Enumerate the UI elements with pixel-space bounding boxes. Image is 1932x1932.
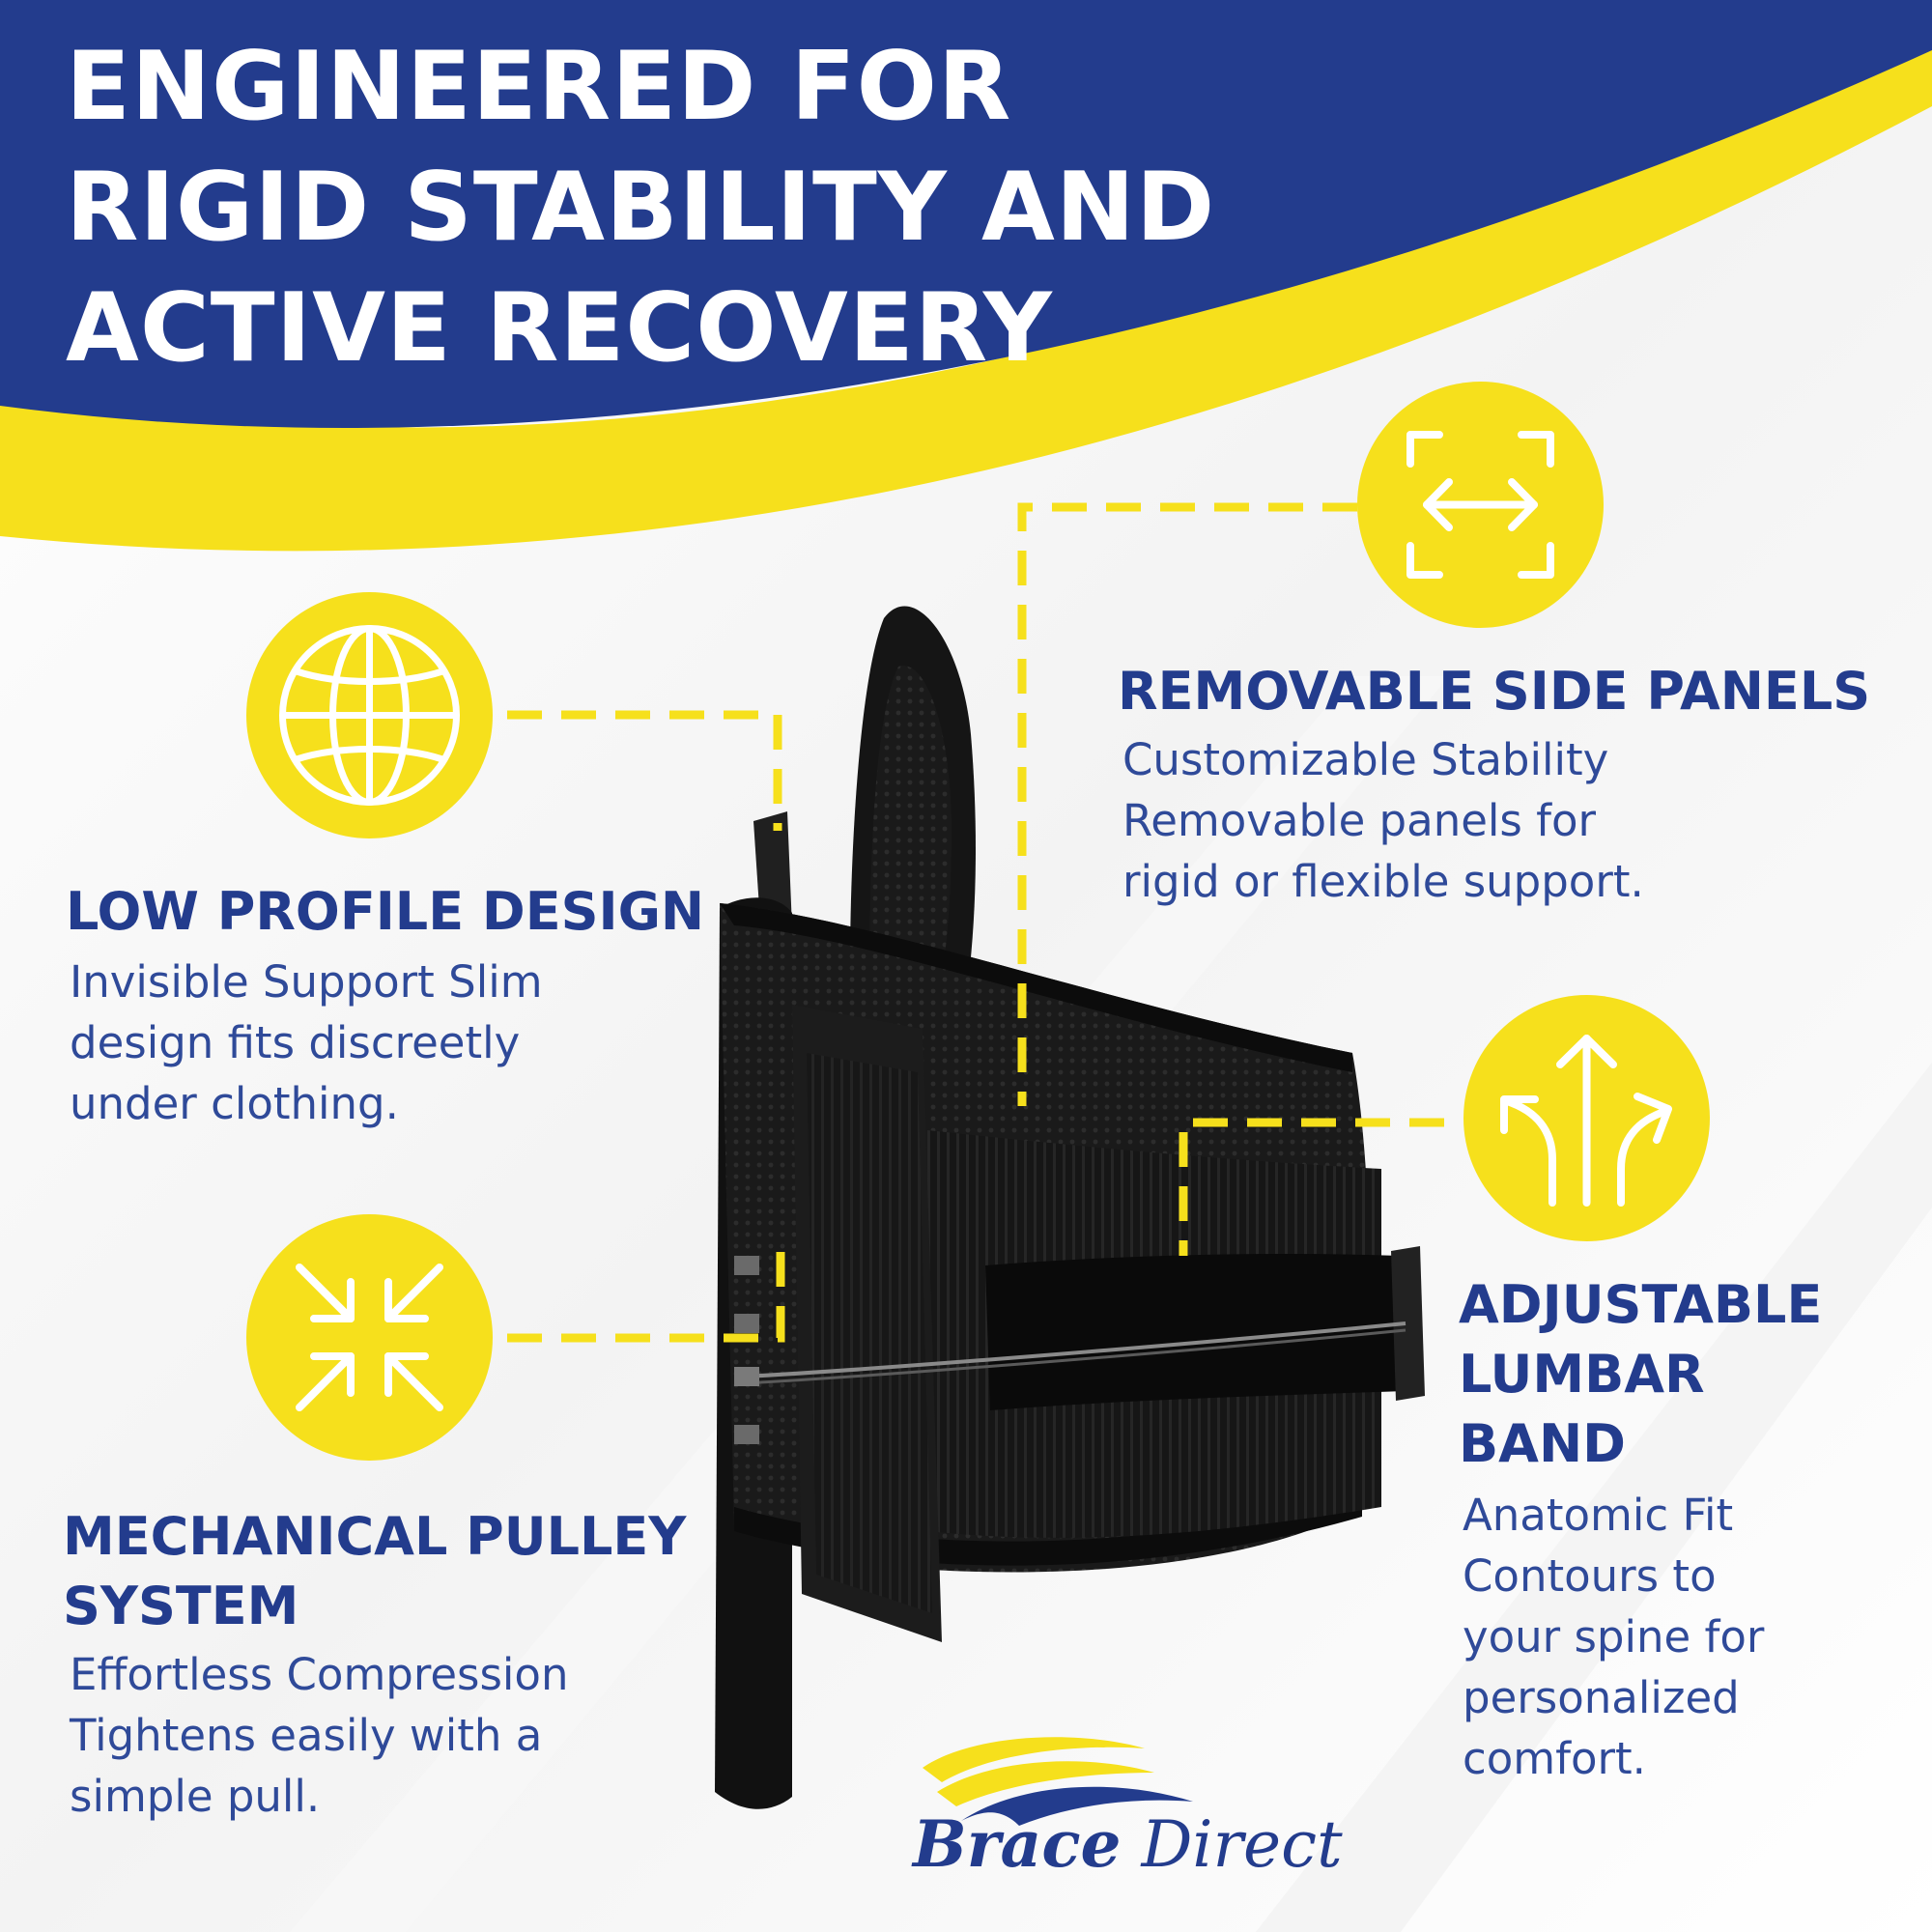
low-profile-line-3: under clothing.	[70, 1078, 399, 1129]
pulley-line-3: simple pull.	[70, 1771, 321, 1822]
lumbar-line-1: Anatomic Fit	[1463, 1490, 1734, 1541]
lumbar-title-line-2: LUMBAR	[1459, 1344, 1705, 1405]
side-panels-title-line: REMOVABLE SIDE PANELS	[1118, 661, 1871, 722]
low-profile-line-1: Invisible Support Slim	[70, 956, 543, 1008]
pulley-title-line-2: SYSTEM	[63, 1576, 299, 1636]
lumbar-text: Anatomic Fit Contours to your spine for …	[1463, 1485, 1764, 1789]
headline-line-1: ENGINEERED FOR	[66, 32, 1012, 142]
lumbar-line-4: personalized	[1463, 1672, 1740, 1723]
pulley-title-line-1: MECHANICAL PULLEY	[63, 1506, 687, 1567]
branching-arrows-icon	[1463, 995, 1710, 1241]
headline-line-3: ACTIVE RECOVERY	[66, 273, 1053, 384]
side-panels-line-1: Customizable Stability	[1122, 734, 1609, 785]
side-panels-line-2: Removable panels for	[1122, 795, 1597, 846]
low-profile-text: Invisible Support Slim design fits discr…	[70, 952, 543, 1134]
lumbar-line-2: Contours to	[1463, 1550, 1717, 1602]
low-profile-line-2: design fits discreetly	[70, 1017, 521, 1068]
pulley-line-1: Effortless Compression	[70, 1649, 569, 1700]
lumbar-title: ADJUSTABLE LUMBAR BAND	[1459, 1270, 1822, 1479]
brand-word-brace: Brace	[913, 1806, 1122, 1882]
side-panels-title: REMOVABLE SIDE PANELS	[1118, 657, 1870, 726]
pulley-text: Effortless Compression Tightens easily w…	[70, 1644, 569, 1827]
pulley-title: MECHANICAL PULLEY SYSTEM	[63, 1502, 686, 1641]
expand-frame-icon	[1357, 382, 1604, 628]
compress-arrows-icon	[246, 1214, 493, 1461]
side-panels-text: Customizable Stability Removable panels …	[1122, 729, 1644, 912]
lumbar-title-line-1: ADJUSTABLE	[1459, 1274, 1823, 1335]
side-panels-line-3: rigid or flexible support.	[1122, 856, 1644, 907]
globe-icon	[246, 592, 493, 838]
low-profile-title-line: LOW PROFILE DESIGN	[66, 881, 705, 942]
brand-word-direct: Direct	[1141, 1807, 1343, 1882]
lumbar-title-line-3: BAND	[1459, 1413, 1626, 1474]
headline-line-2: RIGID STABILITY AND	[66, 153, 1216, 263]
lumbar-line-5: comfort.	[1463, 1733, 1646, 1784]
brand-logo-swoosh	[923, 1737, 1193, 1826]
headline: ENGINEERED FOR RIGID STABILITY AND ACTIV…	[66, 27, 1321, 389]
pulley-line-2: Tightens easily with a	[70, 1710, 543, 1761]
brand-logo-text: Brace Direct	[913, 1806, 1343, 1882]
lumbar-line-3: your spine for	[1463, 1611, 1765, 1662]
low-profile-title: LOW PROFILE DESIGN	[66, 877, 704, 947]
